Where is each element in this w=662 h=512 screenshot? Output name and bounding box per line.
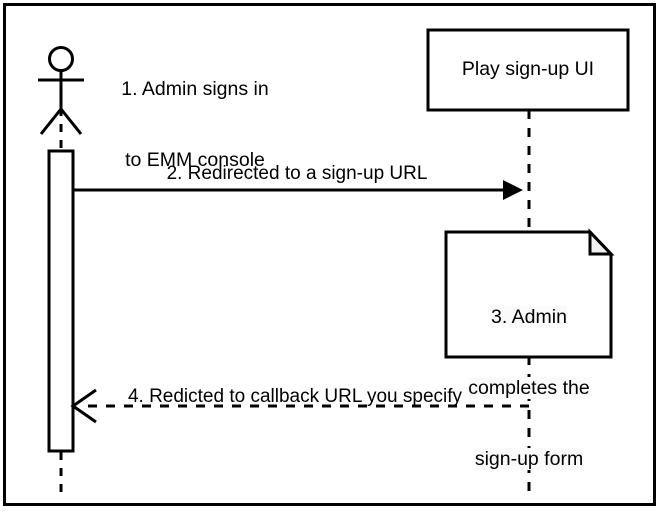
stick-figure-actor-icon bbox=[38, 46, 84, 135]
note-line-3: sign-up form bbox=[450, 448, 608, 472]
step-1-line-1: 1. Admin signs in bbox=[121, 77, 269, 100]
note-line-1-text: 3. Admin bbox=[491, 305, 567, 328]
message-arrow-4 bbox=[70, 388, 529, 424]
message-label-2: 2. Redirected to a sign-up URL bbox=[166, 163, 428, 184]
participant-label-play-signup-ui: Play sign-up UI bbox=[461, 58, 595, 80]
step-1-line-2: to EMM console bbox=[125, 148, 265, 171]
message-label-4: 4. Redicted to callback URL you specify bbox=[127, 386, 463, 407]
note-line-1: 3. Admin bbox=[450, 305, 608, 330]
diagram-border bbox=[3, 3, 656, 506]
participant-box-play-signup-ui[interactable] bbox=[426, 28, 630, 112]
note-box-step-3[interactable] bbox=[444, 228, 615, 359]
message-arrow-2 bbox=[73, 180, 523, 200]
note-line-3-text: sign-up form bbox=[474, 448, 584, 471]
note-line-2-text: completes the bbox=[468, 376, 590, 399]
note-line-2: completes the bbox=[450, 376, 608, 401]
note-text-step-3: 3. Admin completes the sign-up form bbox=[450, 258, 608, 512]
actor-activation-bar bbox=[47, 149, 75, 453]
step-1-annotation: 1. Admin signs in to EMM console bbox=[80, 30, 310, 220]
